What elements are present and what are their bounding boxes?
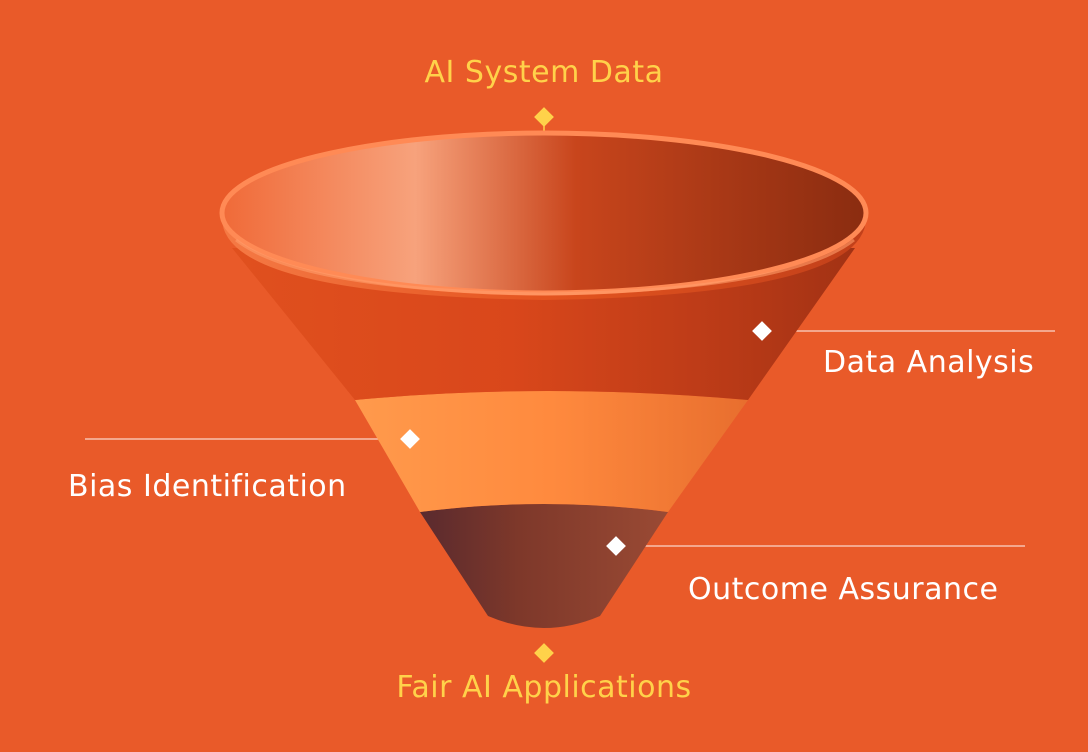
funnel-band-middle — [355, 391, 748, 512]
funnel-band-bottom — [420, 504, 668, 628]
label-bias-identification: Bias Identification — [68, 469, 347, 504]
label-ai-system-data: AI System Data — [424, 55, 664, 90]
marker-right2 — [606, 536, 626, 556]
funnel-opening — [222, 133, 866, 293]
marker-bottom — [534, 643, 554, 663]
marker-top — [534, 107, 554, 127]
marker-left — [400, 429, 420, 449]
marker-right1 — [752, 321, 772, 341]
label-data-analysis: Data Analysis — [823, 345, 1035, 380]
label-outcome-assurance: Outcome Assurance — [688, 572, 999, 607]
label-fair-ai-applications: Fair AI Applications — [396, 670, 692, 705]
funnel-rim-highlight — [235, 238, 855, 296]
